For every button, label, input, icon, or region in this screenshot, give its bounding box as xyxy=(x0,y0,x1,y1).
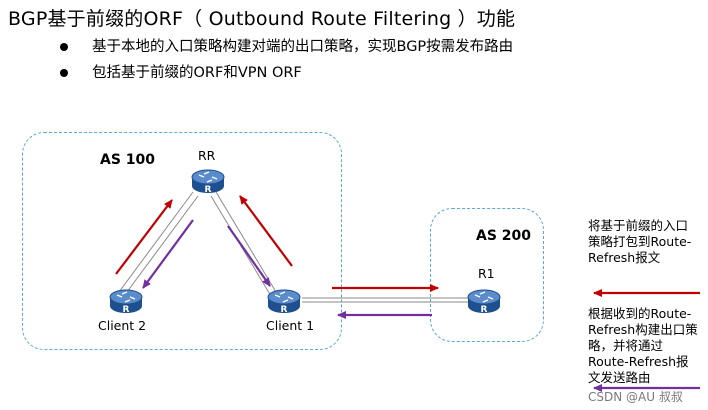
router-icon: R xyxy=(109,289,143,315)
purple-arrow-note: 根据收到的Route-Refresh构建出口策略，并将通过Route-Refre… xyxy=(588,306,698,385)
router-icon: R xyxy=(267,289,301,315)
red-arrow-client1-to-rr xyxy=(239,195,293,267)
bullet-text: 基于本地的入口策略构建对端的出口策略，实现BGP按需发布路由 xyxy=(92,39,514,55)
watermark: CSDN @AU 叔叔 xyxy=(588,390,683,404)
r1-label: R1 xyxy=(478,266,495,281)
svg-text:R: R xyxy=(281,305,288,315)
client1-label: Client 1 xyxy=(266,318,315,333)
router-icon: R xyxy=(467,289,501,315)
rr-label: RR xyxy=(198,148,216,163)
red-arrow-note: 将基于前缀的入口策略打包到Route-Refresh报文 xyxy=(588,218,692,265)
svg-text:R: R xyxy=(123,305,130,315)
as-100-boundary xyxy=(22,132,342,350)
svg-text:R: R xyxy=(481,305,488,315)
bullet-list: 基于本地的入口策略构建对端的出口策略，实现BGP按需发布路由 包括基于前缀的OR… xyxy=(60,38,513,90)
slide-title: BGP基于前缀的ORF（ Outbound Route Filtering ）功… xyxy=(8,8,516,30)
bullet-item: 包括基于前缀的ORF和VPN ORF xyxy=(60,64,513,90)
link-rr-client2 xyxy=(118,191,199,297)
as-200-label: AS 200 xyxy=(476,228,532,244)
as-200-boundary xyxy=(430,208,544,342)
client2-label: Client 2 xyxy=(98,318,147,333)
bullet-dot-icon xyxy=(60,43,68,51)
svg-text:R: R xyxy=(205,185,212,195)
as-100-label: AS 100 xyxy=(100,152,156,168)
link-client1-r1 xyxy=(302,297,468,303)
router-icon: R xyxy=(191,169,225,195)
bullet-dot-icon xyxy=(60,69,68,77)
purple-arrow-rr-to-client1 xyxy=(227,225,271,287)
bullet-item: 基于本地的入口策略构建对端的出口策略，实现BGP按需发布路由 xyxy=(60,38,513,64)
purple-arrow-rr-to-client2 xyxy=(142,219,194,289)
bullet-text: 包括基于前缀的ORF和VPN ORF xyxy=(92,65,302,81)
red-arrow-client2-to-rr xyxy=(115,199,173,275)
